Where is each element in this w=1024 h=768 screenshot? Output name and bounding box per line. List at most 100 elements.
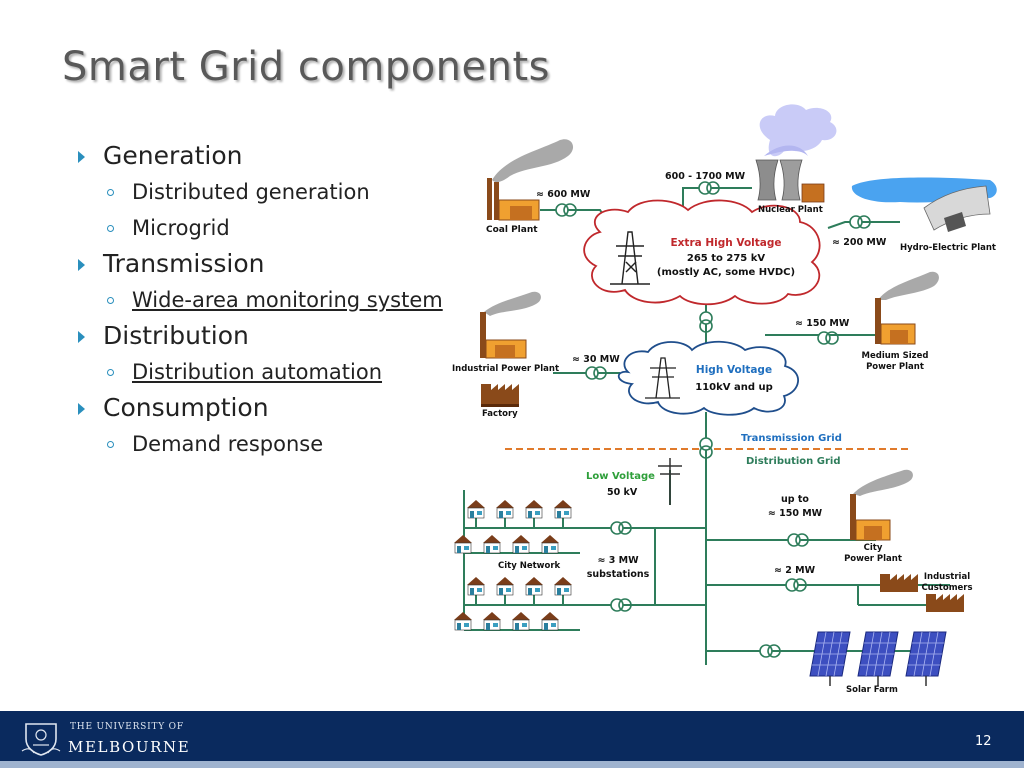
sub-bullet-circle-icon bbox=[107, 225, 114, 232]
house-icon bbox=[540, 611, 560, 631]
solar-panel-icon bbox=[809, 631, 851, 687]
bullet-list: Generation Distributed generation Microg… bbox=[78, 138, 518, 462]
pylon-icon bbox=[645, 357, 680, 399]
university-crest-icon bbox=[21, 723, 61, 756]
university-name-line1: THE UNIVERSITY OF bbox=[70, 722, 184, 732]
subbullet-demand-response: Demand response bbox=[78, 426, 518, 462]
hydro-plant-icon bbox=[851, 177, 997, 232]
bullet-arrow-icon bbox=[78, 259, 85, 271]
bullet-label: Consumption bbox=[103, 393, 269, 422]
nuclear-mw-label: 600 - 1700 MW bbox=[665, 171, 746, 182]
solar-panel-icon bbox=[905, 631, 947, 687]
industrial-plant-label: Industrial Power Plant bbox=[452, 364, 559, 374]
city-power-plant-icon bbox=[850, 469, 913, 541]
substations-label: substations bbox=[587, 569, 650, 580]
pylon-icon bbox=[610, 231, 650, 285]
house-icon bbox=[453, 611, 473, 631]
ehv-range: 265 to 275 kV bbox=[687, 253, 765, 264]
bullet-consumption: Consumption bbox=[78, 390, 518, 426]
bullet-arrow-icon bbox=[78, 331, 85, 343]
industrial-mw-label: ≈ 30 MW bbox=[572, 354, 620, 365]
smart-grid-diagram: Extra High Voltage 265 to 275 kV (mostly… bbox=[452, 104, 997, 695]
bullet-label: Transmission bbox=[103, 249, 265, 278]
wide-area-monitoring-link[interactable]: Wide-area monitoring system bbox=[132, 288, 443, 312]
house-icon bbox=[553, 499, 573, 519]
house-icon bbox=[482, 611, 502, 631]
industrial-customers-icon bbox=[880, 574, 964, 612]
house-icon bbox=[466, 576, 486, 596]
bullet-transmission: Transmission bbox=[78, 246, 518, 282]
transformer-icon bbox=[817, 331, 839, 345]
distribution-automation-link[interactable]: Distribution automation bbox=[132, 360, 383, 384]
footer-bar bbox=[0, 711, 1024, 761]
factory-icon bbox=[481, 384, 519, 407]
utility-pole-icon bbox=[658, 458, 682, 505]
medium-plant-label-1: Medium Sized bbox=[862, 351, 929, 361]
medium-mw-label: ≈ 150 MW bbox=[795, 318, 850, 329]
bullet-label: Distribution bbox=[103, 321, 249, 350]
house-icon bbox=[495, 576, 515, 596]
sub-bullet-circle-icon bbox=[107, 297, 114, 304]
house-icon bbox=[453, 534, 473, 554]
subbullet-wide-area-monitoring: Wide-area monitoring system bbox=[78, 282, 518, 318]
medium-plant-label-2: Power Plant bbox=[866, 362, 924, 372]
page-number: 12 bbox=[975, 734, 992, 749]
university-name-line2: MELBOURNE bbox=[68, 738, 191, 756]
house-icon bbox=[482, 534, 502, 554]
ehv-title: Extra High Voltage bbox=[670, 237, 781, 249]
bullet-distribution: Distribution bbox=[78, 318, 518, 354]
substation-mw-label: ≈ 3 MW bbox=[597, 555, 639, 566]
transmission-grid-label: Transmission Grid bbox=[741, 433, 842, 444]
distribution-grid-label: Distribution Grid bbox=[746, 456, 841, 467]
hv-range: 110kV and up bbox=[695, 382, 773, 393]
hydro-plant-label: Hydro-Electric Plant bbox=[900, 243, 996, 253]
house-icon bbox=[540, 534, 560, 554]
house-icon bbox=[511, 611, 531, 631]
sub-bullet-circle-icon bbox=[107, 369, 114, 376]
subbullet-distribution-automation: Distribution automation bbox=[78, 354, 518, 390]
high-voltage-cloud bbox=[617, 340, 799, 416]
solar-panel-icon bbox=[857, 631, 899, 687]
city-mw-label: ≈ 150 MW bbox=[768, 508, 823, 519]
city-plant-label-2: Power Plant bbox=[844, 554, 902, 564]
subbullet-microgrid: Microgrid bbox=[78, 210, 518, 246]
sub-bullet-circle-icon bbox=[107, 189, 114, 196]
house-icon bbox=[553, 576, 573, 596]
sub-bullet-circle-icon bbox=[107, 441, 114, 448]
subbullet-label: Distributed generation bbox=[132, 180, 370, 204]
subbullet-distributed-generation: Distributed generation bbox=[78, 174, 518, 210]
house-icon bbox=[495, 499, 515, 519]
city-network-label: City Network bbox=[498, 561, 561, 571]
solar-farm-label: Solar Farm bbox=[846, 685, 898, 695]
low-voltage-value: 50 kV bbox=[607, 487, 638, 498]
bullet-label: Generation bbox=[103, 141, 243, 170]
subbullet-label: Demand response bbox=[132, 432, 324, 456]
house-icon bbox=[524, 499, 544, 519]
extra-high-voltage-cloud bbox=[583, 199, 821, 306]
slide-title: Smart Grid components bbox=[62, 44, 550, 90]
industrial-cust-mw-label: ≈ 2 MW bbox=[774, 565, 816, 576]
ehv-note: (mostly AC, some HVDC) bbox=[657, 267, 795, 278]
house-icon bbox=[466, 499, 486, 519]
bullet-generation: Generation bbox=[78, 138, 518, 174]
nuclear-plant-icon bbox=[755, 104, 837, 203]
bullet-arrow-icon bbox=[78, 151, 85, 163]
house-icon bbox=[524, 576, 544, 596]
industrial-power-plant-icon bbox=[480, 291, 541, 359]
hv-title: High Voltage bbox=[696, 364, 772, 376]
hydro-mw-label: ≈ 200 MW bbox=[832, 237, 887, 248]
footer-stripe bbox=[0, 761, 1024, 768]
industrial-customers-label-1: Industrial bbox=[924, 572, 970, 582]
nuclear-plant-label: Nuclear Plant bbox=[758, 205, 823, 215]
house-icon bbox=[511, 534, 531, 554]
bullet-arrow-icon bbox=[78, 403, 85, 415]
city-upto-label: up to bbox=[781, 494, 809, 505]
subbullet-label: Microgrid bbox=[132, 216, 230, 240]
coal-mw-label: ≈ 600 MW bbox=[536, 189, 591, 200]
industrial-customers-label-2: Customers bbox=[921, 583, 972, 593]
coal-plant-label: Coal Plant bbox=[486, 225, 538, 235]
coal-plant-icon bbox=[487, 139, 574, 221]
solar-farm bbox=[800, 631, 947, 687]
factory-label: Factory bbox=[482, 409, 518, 419]
low-voltage-title: Low Voltage bbox=[586, 471, 655, 482]
